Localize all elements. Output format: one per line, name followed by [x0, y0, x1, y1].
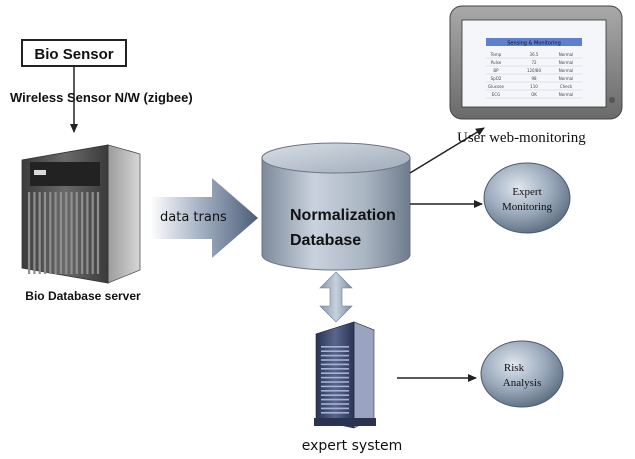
bio-database-server — [21, 144, 141, 284]
server-slot — [59, 192, 62, 274]
server-slot — [43, 192, 47, 274]
server-slot — [75, 192, 78, 274]
monitor-cell: Normal — [559, 68, 573, 73]
risk-analysis-line1: Risk — [504, 362, 525, 374]
db-label-line2: Database — [290, 232, 361, 249]
monitor-cell: 120/80 — [527, 68, 542, 73]
tower-slot — [321, 363, 349, 366]
monitor-screen-header — [486, 38, 582, 46]
monitor-cell: SpO2 — [491, 76, 502, 81]
monitor-cell: Normal — [559, 52, 573, 57]
tower-slot — [321, 390, 349, 392]
monitor-cell: Glucose — [488, 84, 504, 89]
bio-sensor-label: Bio Sensor — [34, 46, 113, 63]
monitor-cell: ECG — [492, 92, 500, 97]
risk-analysis-line2: Analysis — [503, 377, 542, 389]
server-slot — [54, 192, 57, 274]
monitor-cell: Normal — [559, 60, 573, 65]
server-slot — [49, 192, 52, 274]
monitor-cell: 36.5 — [530, 52, 539, 57]
tower-slot — [321, 381, 349, 383]
server-slot — [96, 192, 100, 274]
db-to-web-monitoring-arrow — [409, 127, 485, 174]
monitor-cell: BP — [493, 68, 499, 73]
monitor-cell: Pulse — [491, 60, 502, 65]
expert-monitoring-line1: Expert — [512, 186, 541, 198]
db-expert-system-double-arrow — [319, 271, 353, 323]
bio-database-server-label: Bio Database server — [25, 289, 141, 303]
monitor-power-button — [609, 97, 615, 103]
server-panel-light — [34, 170, 46, 175]
server-slot — [86, 192, 89, 274]
db-cylinder-body — [261, 157, 411, 271]
tower-slot — [321, 385, 349, 388]
server-slot — [91, 192, 94, 274]
data-trans-label: data trans — [160, 210, 227, 225]
tower-slot — [321, 398, 349, 401]
tower-front — [315, 321, 355, 429]
risk-analysis-sphere — [480, 340, 564, 408]
expert-monitoring-sphere — [483, 162, 571, 234]
monitor-screen-title: Sensing & Monitoring — [507, 41, 561, 47]
tower-slot — [321, 368, 349, 370]
server-vent-slots — [28, 192, 100, 274]
data-trans-arrow — [150, 178, 258, 258]
tower-slot — [321, 403, 349, 405]
server-slot — [38, 192, 41, 274]
tower-slot — [321, 346, 349, 348]
server-side — [107, 144, 141, 284]
normalization-database: Normalization Database — [261, 142, 411, 271]
monitor-cell: 98 — [531, 76, 537, 81]
monitor-cell: Normal — [559, 92, 573, 97]
monitor-cell: 72 — [531, 60, 537, 65]
tower-side — [353, 321, 375, 429]
monitor-cell: 110 — [530, 84, 538, 89]
wireless-network-label: Wireless Sensor N/W (zigbee) — [10, 90, 193, 105]
risk-analysis-node: Risk Analysis — [480, 340, 564, 408]
server-slot — [33, 192, 36, 274]
monitor-cell: Temp — [490, 52, 502, 57]
web-monitoring-label: User web-monitoring — [457, 130, 586, 146]
tower-slot — [321, 376, 349, 379]
tower-slot — [321, 354, 349, 357]
tower-vent-slots — [321, 346, 349, 414]
expert-system-tower — [314, 321, 376, 429]
tower-slot — [321, 394, 349, 396]
tower-slot — [321, 359, 349, 361]
server-slot — [70, 192, 73, 274]
expert-monitoring-line2: Monitoring — [502, 201, 553, 213]
server-slot — [81, 192, 84, 274]
expert-system-label: expert system — [302, 438, 402, 454]
tower-slot — [321, 350, 349, 352]
tower-slot — [321, 407, 349, 410]
bio-sensor-node: Bio Sensor — [21, 39, 127, 67]
server-slot — [65, 192, 68, 274]
expert-monitoring-node: Expert Monitoring — [483, 162, 571, 234]
tower-slot — [321, 372, 349, 374]
db-label-line1: Normalization — [290, 207, 396, 224]
db-cylinder-top — [261, 142, 411, 174]
monitor-cell: OK — [531, 92, 537, 97]
server-slot — [28, 192, 31, 274]
monitor-cell: Check — [560, 84, 573, 89]
tower-slot — [321, 412, 349, 414]
tower-base — [314, 418, 376, 426]
monitor-screen — [461, 19, 607, 108]
monitor-cell: Normal — [559, 76, 573, 81]
